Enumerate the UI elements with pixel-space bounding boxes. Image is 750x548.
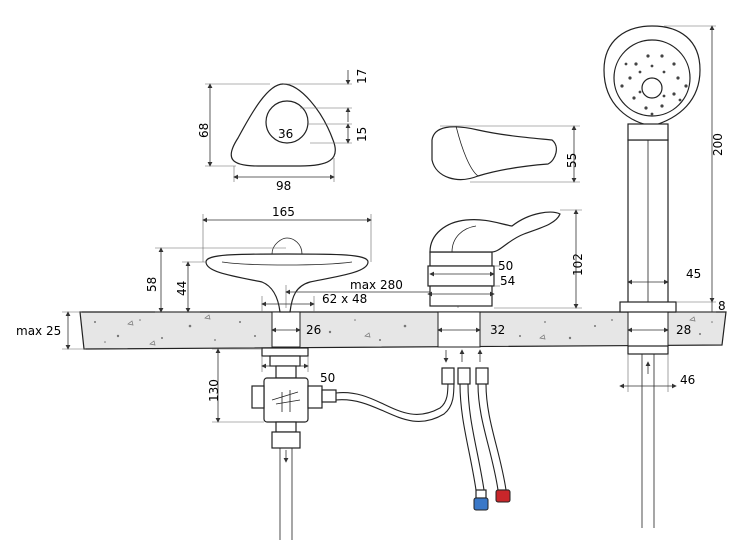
diverter-dimensions: 130 50	[207, 348, 335, 423]
dim-8: 8	[718, 299, 726, 313]
supply-hoses	[441, 367, 509, 499]
dim-max-280: max 280	[350, 278, 403, 292]
dim-26: 26	[306, 323, 321, 337]
dim-28: 28	[676, 323, 691, 337]
dim-55: 55	[565, 153, 579, 168]
knob-dimensions: 165 58 44 max 280 62 x 48	[145, 205, 459, 313]
countertop	[79, 311, 727, 350]
dim-36: 36	[278, 127, 293, 141]
lever-side-view	[431, 125, 557, 181]
dim-17: 17	[355, 69, 369, 84]
dim-165: 165	[272, 205, 295, 219]
hand-shower	[603, 25, 701, 313]
dim-58: 58	[145, 277, 159, 292]
connecting-hose	[321, 379, 455, 422]
handle-top-dimensions: 17 15 68 36 98	[197, 69, 369, 193]
dim-50-lever: 50	[498, 259, 513, 273]
dim-68: 68	[197, 123, 211, 138]
cold-connector	[473, 497, 489, 511]
dim-15: 15	[355, 127, 369, 142]
dim-102: 102	[571, 253, 585, 276]
dim-62x48: 62 x 48	[322, 292, 367, 306]
dim-46: 46	[680, 373, 695, 387]
dim-54: 54	[500, 274, 515, 288]
diverter-valve	[251, 347, 323, 540]
dim-44: 44	[175, 281, 189, 296]
dim-45: 45	[686, 267, 701, 281]
handle-top-view	[230, 83, 336, 167]
dim-32: 32	[490, 323, 505, 337]
dim-98: 98	[276, 179, 291, 193]
lever-mixer-dimensions: 50 54 102	[427, 209, 585, 309]
dim-max-25: max 25	[16, 324, 61, 338]
dim-130: 130	[207, 379, 221, 402]
flow-arrows	[443, 349, 483, 363]
dim-50-below: 50	[320, 371, 335, 385]
deck-dimensions: max 25 26 32 28	[16, 311, 691, 350]
knob-assembly	[205, 237, 369, 313]
hot-connector	[495, 489, 511, 503]
shower-hose-below: 46	[619, 345, 695, 528]
lever-mixer	[427, 211, 561, 307]
hand-shower-dimensions: 200 45 8	[627, 25, 726, 313]
lever-side-dimensions: 55	[440, 125, 580, 183]
dim-200: 200	[711, 133, 725, 156]
